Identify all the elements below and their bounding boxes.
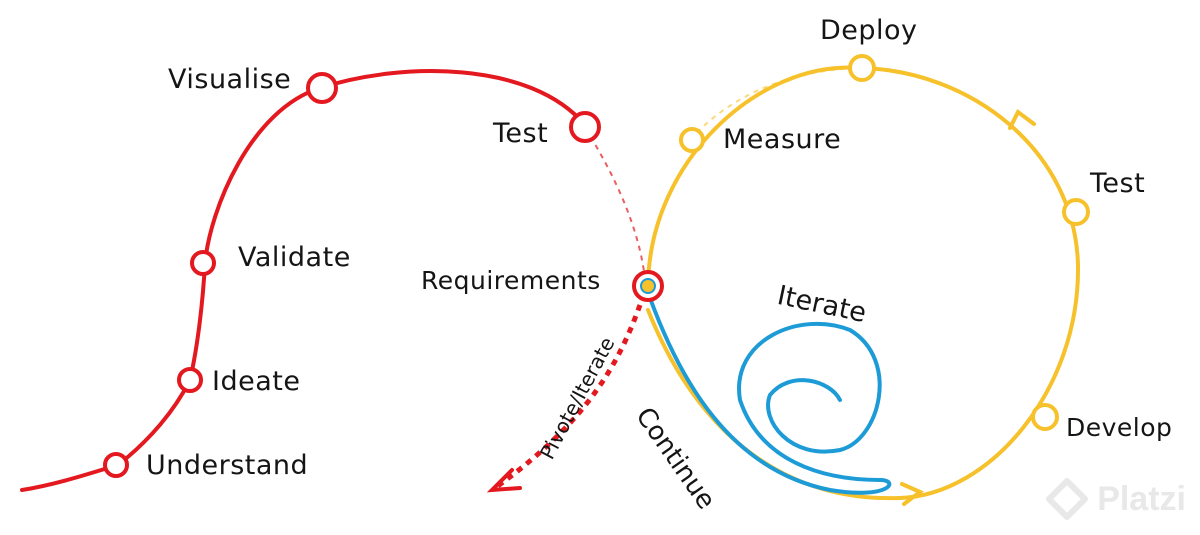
label-deploy: Deploy	[820, 15, 918, 46]
node-test-right	[1062, 198, 1090, 226]
label-ideate: Ideate	[212, 366, 301, 397]
node-validate	[190, 250, 216, 276]
node-measure	[679, 127, 705, 153]
node-develop	[1031, 403, 1059, 431]
label-test-left: Test	[493, 118, 549, 149]
node-deploy	[848, 54, 876, 82]
watermark: Platzi	[1045, 477, 1186, 521]
node-ideate	[177, 367, 203, 393]
label-measure: Measure	[723, 124, 842, 155]
label-visualise: Visualise	[168, 64, 292, 95]
pivot-arrowhead	[486, 468, 522, 493]
node-test-left	[569, 111, 601, 143]
node-visualise	[306, 72, 338, 104]
pivot-arrow	[493, 304, 643, 491]
yellow-dashed-arc	[689, 67, 861, 141]
yellow-arrowhead-top	[1008, 108, 1036, 130]
label-understand: Understand	[146, 450, 309, 481]
label-requirements: Requirements	[421, 266, 601, 295]
platzi-logo-icon	[1046, 478, 1089, 520]
node-requirements-inner	[640, 278, 656, 294]
label-test-right: Test	[1090, 168, 1146, 199]
node-understand	[103, 452, 129, 478]
watermark-text: Platzi	[1097, 479, 1186, 518]
red-dashed-link	[584, 127, 646, 281]
iterate-spiral	[648, 296, 892, 495]
label-develop: Develop	[1066, 413, 1173, 442]
label-validate: Validate	[238, 242, 351, 273]
yellow-arrowhead-bottom	[900, 482, 924, 506]
